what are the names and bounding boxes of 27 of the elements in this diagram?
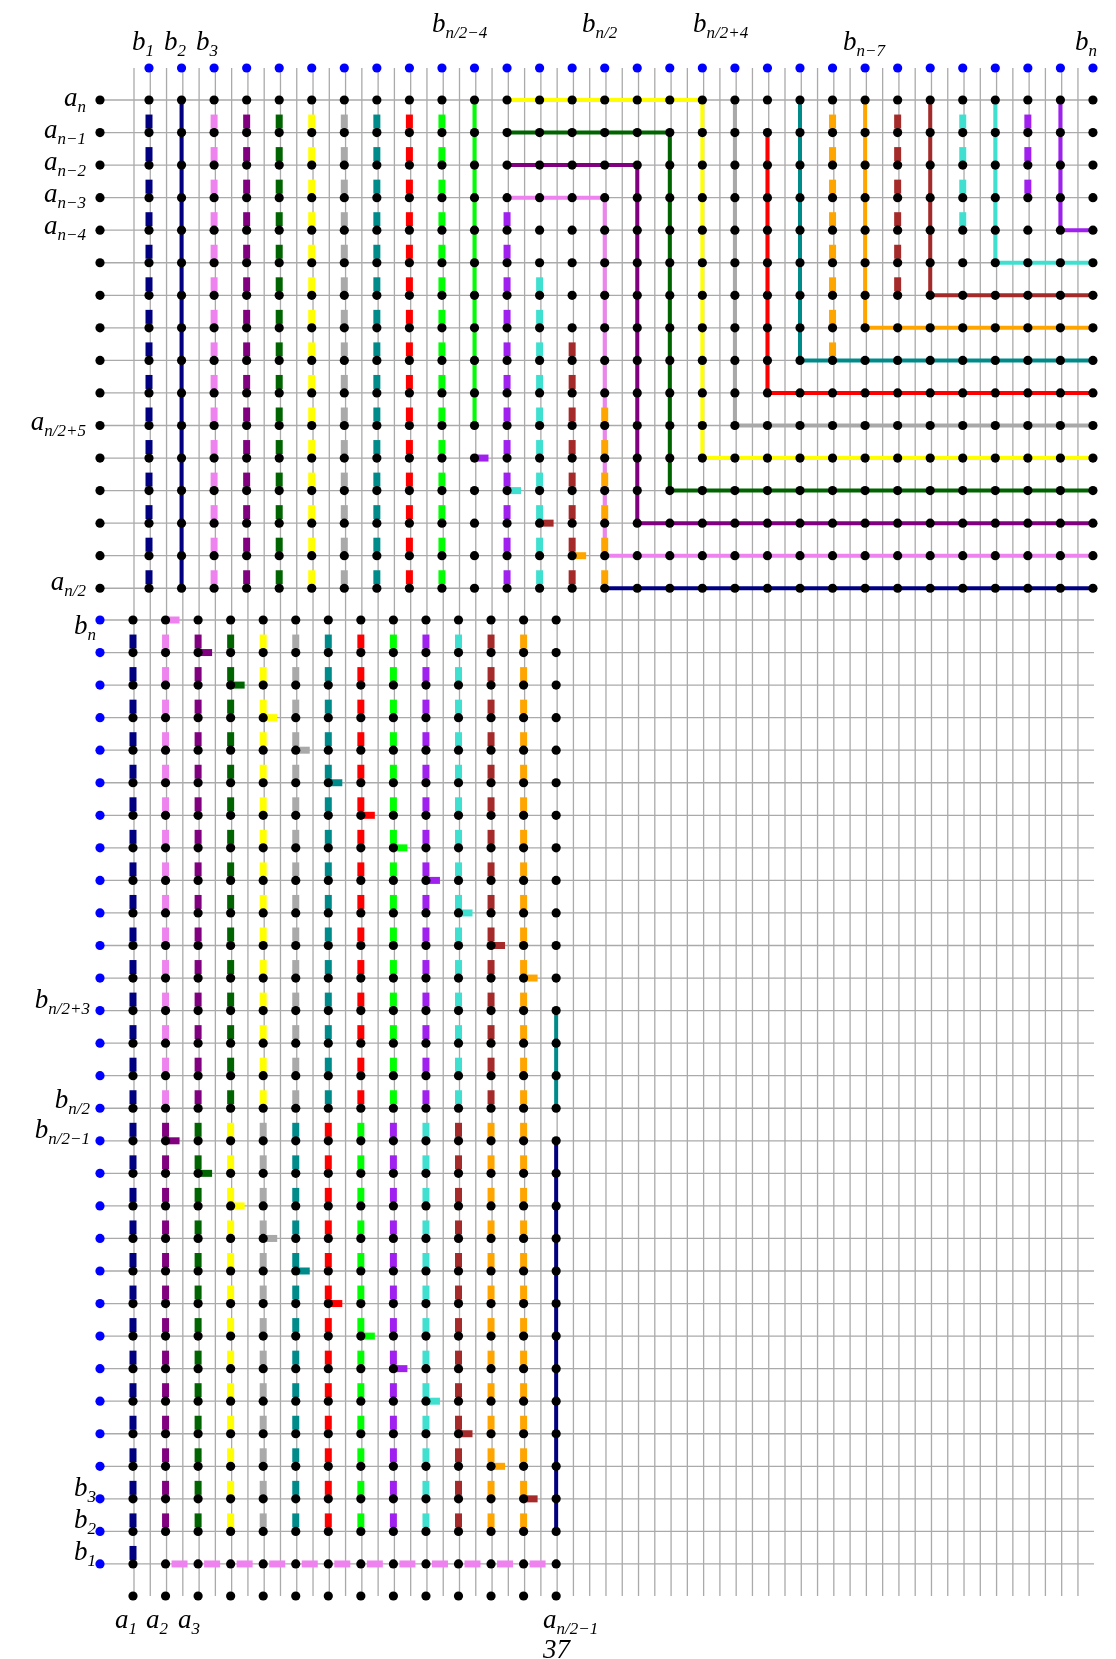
vertex-label: a$_{1}$	[115, 1606, 137, 1638]
vertex-label: b$_{n}$	[74, 612, 96, 644]
vertex-label: b$_{2}$	[74, 1506, 96, 1538]
vertex-label: a$_{n−4}$	[44, 212, 86, 244]
vertex-label: 37	[543, 1636, 570, 1659]
vertex-label: b$_{n−7}$	[843, 28, 885, 60]
vertex-label: b$_{1}$	[74, 1538, 96, 1570]
vertex-label: b$_{n/2+3}$	[34, 986, 90, 1018]
vertex-label: a$_{n/2+5}$	[30, 408, 86, 440]
vertex-label: a$_{n−1}$	[44, 116, 86, 148]
vertex-label: a$_{2}$	[146, 1606, 168, 1638]
vertex-label: b$_{n/2+4}$	[693, 10, 749, 42]
vertex-label: a$_{n}$	[64, 84, 86, 116]
vertex-label: b$_{n}$	[1075, 28, 1097, 60]
vertex-label: a$_{3}$	[178, 1606, 200, 1638]
vertex-label: a$_{n/2−1}$	[543, 1606, 599, 1638]
vertex-label: b$_{1}$	[132, 28, 154, 60]
vertex-label: b$_{n/2−1}$	[34, 1116, 90, 1148]
vertex-label: a$_{n/2}$	[50, 568, 86, 600]
vertex-label: b$_{3}$	[196, 28, 218, 60]
vertex-label: a$_{n−3}$	[44, 180, 86, 212]
vertex-label: b$_{n/2}$	[54, 1086, 90, 1118]
vertex-label: b$_{n/2}$	[582, 10, 618, 42]
vertex-label: b$_{n/2−4}$	[432, 10, 488, 42]
vertex-label: b$_{2}$	[164, 28, 186, 60]
vertex-label: b$_{3}$	[74, 1474, 96, 1506]
vertex-label: a$_{n−2}$	[44, 148, 86, 180]
